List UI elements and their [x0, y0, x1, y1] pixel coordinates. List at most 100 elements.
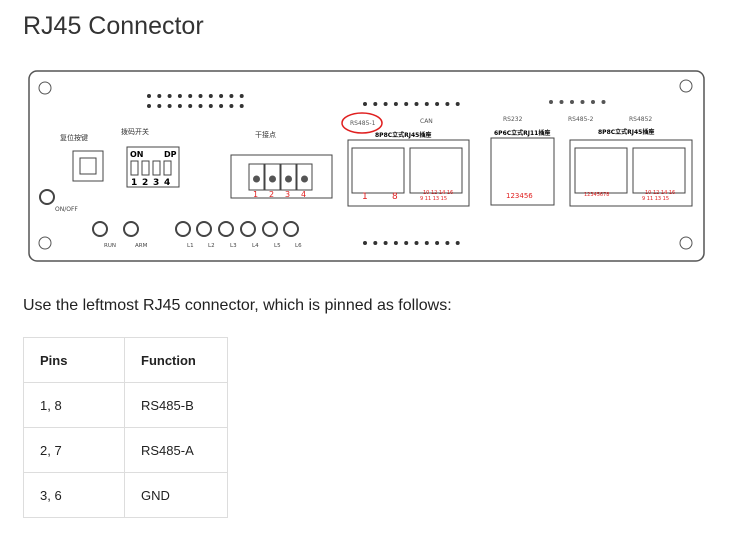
led-label: ARM	[135, 243, 148, 249]
dip-number: 4	[164, 178, 170, 188]
header-dot	[219, 94, 224, 98]
header-dot	[549, 100, 553, 104]
table-row: 1, 8 RS485-B	[23, 382, 228, 428]
terminal-screw	[285, 175, 292, 183]
intro-text: Use the leftmost RJ45 connector, which i…	[23, 297, 452, 314]
reset-button	[72, 150, 104, 182]
header-dot	[445, 241, 450, 245]
pins-cell: 2, 7	[23, 427, 125, 473]
rj45-block-2	[569, 139, 693, 207]
terminal-slot	[296, 163, 313, 191]
board-outline	[28, 70, 705, 262]
header-dot	[167, 94, 172, 98]
led-indicator	[123, 221, 139, 237]
header-dot	[383, 102, 388, 106]
header-dot	[147, 94, 151, 98]
rs4852-label: RS4852	[629, 116, 652, 123]
header-dot	[239, 94, 244, 98]
header-dot	[157, 94, 162, 98]
rs232-label: RS232	[503, 116, 523, 123]
header-dot	[219, 104, 224, 108]
header-dot	[404, 241, 409, 245]
header-dot	[208, 94, 213, 98]
function-cell: GND	[124, 472, 228, 518]
header-dot	[414, 241, 419, 245]
header-dot	[188, 104, 193, 108]
header-dot	[229, 104, 234, 108]
rj45-rs485-1-port	[351, 147, 405, 194]
rj11-socket-label: 6P6C立式RJ11插座	[494, 129, 550, 137]
header-dot	[198, 94, 203, 98]
header-dot	[208, 104, 213, 108]
led-label: L2	[208, 243, 215, 249]
rs485-1-label: RS485-1	[350, 120, 376, 127]
table-row: 3, 6 GND	[23, 472, 228, 518]
rj11-pins: 123456	[506, 192, 533, 200]
header-dot	[239, 104, 244, 108]
dip-number: 1	[131, 178, 137, 188]
header-dot	[393, 102, 398, 106]
header-dot	[445, 102, 450, 106]
header-dot	[424, 102, 429, 106]
table-header-row: Pins Function	[23, 337, 228, 383]
pins-cell: 1, 8	[23, 382, 125, 428]
header-dot	[570, 100, 574, 104]
header-dot	[373, 102, 378, 106]
header-dots	[147, 94, 606, 245]
table-row: 2, 7 RS485-A	[23, 427, 228, 473]
pinout-table: Pins Function 1, 8 RS485-B 2, 7 RS485-A …	[23, 337, 228, 518]
pin-8-label: 8	[392, 192, 398, 202]
dip-label: 拨码开关	[121, 127, 149, 136]
pins-cell: 3, 6	[23, 472, 125, 518]
dip-switch-slot	[152, 160, 161, 176]
dip-switch-slot	[141, 160, 150, 176]
rs485-2-label: RS485-2	[568, 116, 594, 123]
header-dot	[455, 102, 460, 106]
rs485-1-highlight	[341, 112, 383, 134]
led-indicator	[175, 221, 191, 237]
rj45-can-port	[409, 147, 463, 194]
led-indicator	[92, 221, 108, 237]
header-dot	[404, 102, 409, 106]
rj45-socket-1-label: 8P8C立式RJ45插座	[375, 131, 431, 139]
dip-switch	[126, 146, 180, 188]
dip-switch-slot	[130, 160, 139, 176]
can-pins-top: 10 12 14 16	[423, 190, 453, 196]
header-dot	[435, 241, 440, 245]
header-dot	[188, 94, 193, 98]
power-label: ON/OFF	[55, 206, 78, 213]
rj45-block-1	[347, 139, 470, 207]
dip-number: 2	[142, 178, 148, 188]
terminal-number: 2	[269, 190, 274, 199]
terminal-number: 1	[253, 190, 258, 199]
led-indicator	[218, 221, 234, 237]
header-dot	[147, 104, 151, 108]
rj45-socket-2-label: 8P8C立式RJ45插座	[598, 128, 654, 136]
page-title: RJ45 Connector	[23, 12, 204, 40]
rs4852-pins-top: 10 12 14 16	[645, 190, 675, 196]
reset-label: 复位按键	[60, 133, 88, 142]
power-switch	[39, 189, 55, 205]
mounting-holes	[38, 79, 693, 250]
dry-contact-label: 干接点	[255, 130, 276, 139]
terminal-slot	[264, 163, 281, 191]
led-label: L4	[252, 243, 259, 249]
can-pins-bottom: 9 11 13 15	[420, 196, 447, 202]
dip-on-label: ON	[130, 150, 144, 159]
header-dot	[580, 100, 585, 104]
led-label: RUN	[104, 243, 116, 249]
terminal-screw	[253, 175, 260, 183]
led-indicator	[240, 221, 256, 237]
terminal-screw	[301, 175, 308, 183]
header-dot	[591, 100, 595, 104]
terminal-slot	[280, 163, 297, 191]
header-dot	[363, 241, 367, 245]
header-dot	[363, 102, 367, 106]
header-dot	[177, 94, 182, 98]
rj45-rs4852-port	[632, 147, 686, 194]
led-label: L5	[274, 243, 281, 249]
can-label: CAN	[420, 118, 433, 125]
header-pins: Pins	[23, 337, 125, 383]
terminal-slot	[248, 163, 265, 191]
